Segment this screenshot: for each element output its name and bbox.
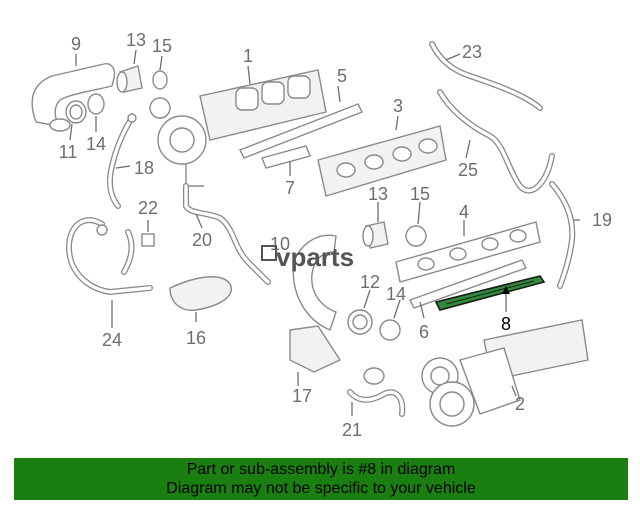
banner-line-part: Part or sub-assembly is #8 in diagram xyxy=(186,461,456,478)
part-14-seal-lower[interactable] xyxy=(379,319,401,341)
callout-21: 21 xyxy=(342,420,362,440)
part-16-heat-shield[interactable] xyxy=(169,276,232,311)
part-13-hose[interactable] xyxy=(116,65,143,93)
part-4-gasket[interactable] xyxy=(395,221,541,283)
part-19-line[interactable] xyxy=(549,181,576,289)
part-12-coupling[interactable] xyxy=(347,309,373,335)
callout-8: 8 xyxy=(501,314,511,334)
callout-15: 15 xyxy=(410,184,430,204)
info-banner: Part or sub-assembly is #8 in diagram Di… xyxy=(14,458,628,500)
part-8-heat-shield-highlighted[interactable] xyxy=(434,275,546,311)
part-9-intake-hose[interactable] xyxy=(31,63,116,132)
callout-11: 11 xyxy=(59,142,78,162)
part-17-heat-shield[interactable] xyxy=(289,325,342,373)
callout-20: 20 xyxy=(192,230,212,250)
leader-lines xyxy=(69,49,580,416)
callout-15: 15 xyxy=(152,36,172,56)
callout-19: 19 xyxy=(592,210,612,230)
callout-10: 10 xyxy=(270,234,290,254)
banner-line-disclaimer: Diagram may not be specific to your vehi… xyxy=(166,480,476,497)
part-13-hose-lower[interactable] xyxy=(362,221,389,249)
callout-1: 1 xyxy=(243,46,253,66)
callout-16: 16 xyxy=(186,328,206,348)
part-22-fitting[interactable] xyxy=(121,229,155,275)
part-14-seal[interactable] xyxy=(87,93,105,115)
part-7-bracket[interactable] xyxy=(261,145,311,169)
callout-12: 12 xyxy=(360,272,380,292)
parts-diagram: 9131515111418372325222013154191012146824… xyxy=(31,30,612,440)
part-23-coolant-line[interactable] xyxy=(429,41,543,111)
callout-14: 14 xyxy=(86,134,106,154)
part-2-turbocharger[interactable] xyxy=(421,319,589,427)
part-15-ring[interactable] xyxy=(152,70,168,90)
callout-25: 25 xyxy=(458,160,478,180)
part-18-oil-line[interactable] xyxy=(107,113,137,209)
part-21-pipe[interactable] xyxy=(347,367,406,417)
watermark-text: vparts xyxy=(276,242,354,272)
part-15-clamp-lower[interactable] xyxy=(405,225,427,247)
part-20-line[interactable] xyxy=(183,183,271,285)
part-11-clamp[interactable] xyxy=(65,100,87,124)
part-10-intake-pipe[interactable] xyxy=(292,234,337,331)
callout-24: 24 xyxy=(102,330,122,350)
callout-18: 18 xyxy=(134,158,154,178)
callout-23: 23 xyxy=(462,42,482,62)
callout-3: 3 xyxy=(393,96,403,116)
part-1-turbocharger[interactable] xyxy=(149,69,327,187)
callout-5: 5 xyxy=(337,66,347,86)
callout-17: 17 xyxy=(292,386,312,406)
part-6-bracket[interactable] xyxy=(409,259,527,309)
callout-13: 13 xyxy=(368,184,388,204)
part-24-line[interactable] xyxy=(65,217,153,296)
callout-14: 14 xyxy=(386,284,406,304)
callout-13: 13 xyxy=(126,30,146,50)
callout-6: 6 xyxy=(419,322,429,342)
callout-7: 7 xyxy=(285,178,295,198)
callout-2: 2 xyxy=(515,394,525,414)
leader-arrowheads xyxy=(502,286,510,294)
watermark-logo: vparts xyxy=(261,242,354,272)
callout-22: 22 xyxy=(138,198,158,218)
callout-4: 4 xyxy=(459,202,469,222)
callout-9: 9 xyxy=(71,34,81,54)
part-25-coolant-line[interactable] xyxy=(437,89,555,194)
part-3-exhaust-manifold[interactable] xyxy=(317,125,447,197)
part-5-gasket[interactable] xyxy=(239,103,363,159)
